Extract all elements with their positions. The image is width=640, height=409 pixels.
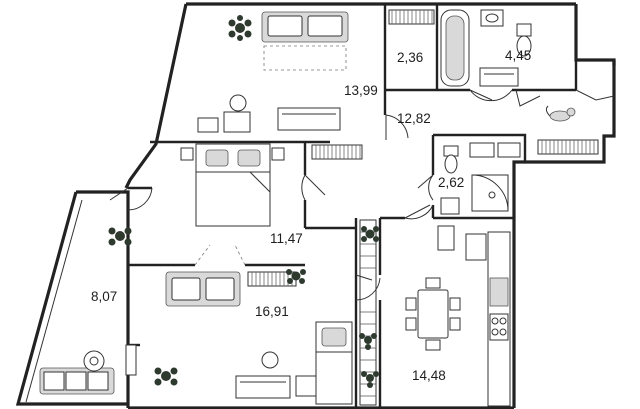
sink-icon	[440, 197, 460, 215]
plant-icon	[359, 333, 377, 350]
cat-icon	[545, 105, 576, 122]
tv-stand	[277, 107, 341, 131]
living-bottom-furniture	[165, 271, 353, 405]
plant-icon	[361, 371, 379, 388]
area-bedroom: 11,47	[270, 231, 303, 246]
area-living-top: 13,99	[344, 83, 378, 98]
area-kitchen: 14,48	[412, 368, 446, 383]
plants	[108, 15, 379, 388]
plant-icon	[286, 269, 306, 284]
outer-walls	[15, 2, 616, 409]
area-loggia: 8,07	[91, 289, 117, 304]
plant-icon	[361, 226, 379, 242]
area-bath: 2,36	[397, 50, 423, 65]
bathroom-fixtures	[440, 9, 532, 87]
loggia-furniture	[39, 344, 137, 395]
bedroom-furniture	[180, 143, 285, 227]
dining-table-icon	[405, 277, 461, 351]
toilet-icon	[444, 154, 458, 174]
cooking-pot-icon	[229, 94, 247, 112]
area-hall: 12,82	[397, 111, 431, 126]
interior-walls	[128, 4, 578, 408]
sink-icon	[480, 9, 504, 27]
area-living-bottom: 16,91	[255, 304, 289, 319]
living-top-furniture	[197, 11, 349, 133]
area-labels: 13,99 2,36 4,45 12,82 2,62 11,47 8,07 16…	[91, 48, 531, 383]
plant-icon	[228, 15, 252, 41]
toilet-icon	[516, 35, 532, 57]
plant-icon	[154, 367, 178, 386]
area-wc-top: 4,45	[505, 48, 531, 63]
washing-machine-icon	[479, 67, 519, 87]
plant-icon	[108, 227, 132, 246]
tv-stand	[235, 375, 291, 399]
sink-icon	[489, 277, 509, 307]
kitchen-furniture	[405, 225, 511, 407]
cooking-pot-icon	[261, 351, 279, 369]
area-wc-small: 2,62	[438, 175, 464, 190]
small-wc-fixtures	[440, 142, 521, 215]
doors	[109, 89, 615, 301]
stove-icon	[489, 313, 509, 341]
windows	[247, 9, 599, 406]
